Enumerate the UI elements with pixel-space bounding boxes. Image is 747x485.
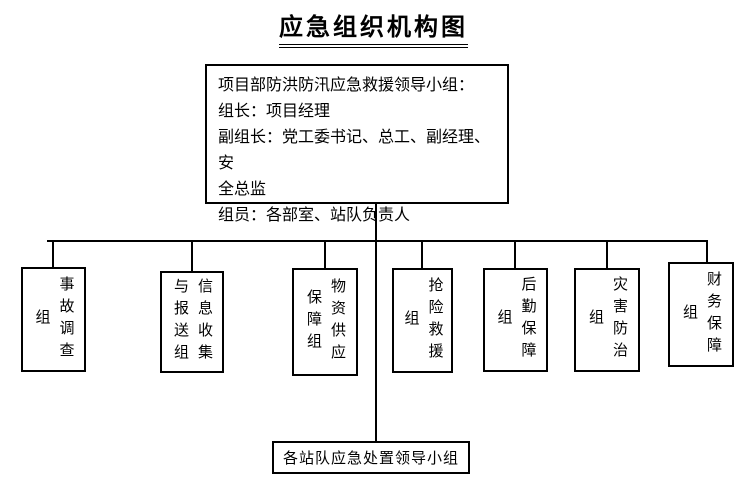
page-title-text: 应急组织机构图 xyxy=(279,7,468,48)
group-box-material-supply-support: 物资供应 保障组 xyxy=(292,268,358,376)
group-label-disaster-prevention: 灾害防治组 xyxy=(587,276,628,364)
connector-stub-finance-support xyxy=(706,240,708,262)
connector-trunk-vertical-line xyxy=(375,204,377,441)
group-label-material-supply-support: 物资供应 保障组 xyxy=(305,278,346,366)
connector-stub-accident-investigation xyxy=(52,240,54,268)
group-box-finance-support: 财务保障组 xyxy=(668,262,734,367)
group-label-information-collection-reporting: 信息收集 与报送组 xyxy=(172,278,213,366)
connector-stub-material-supply xyxy=(324,240,326,268)
group-label-emergency-rescue: 抢险救援组 xyxy=(402,276,444,365)
leadership-group-box: 项目部防洪防汛应急救援领导小组： 组长：项目经理 副组长：党工委书记、总工、副经… xyxy=(205,64,509,224)
connector-stub-logistics-support xyxy=(514,240,516,268)
group-label-accident-investigation: 事故调查组 xyxy=(33,275,75,364)
group-label-logistics-support: 后勤保障组 xyxy=(495,276,537,364)
connector-stub-emergency-rescue xyxy=(421,240,423,268)
leadership-group-text: 项目部防洪防汛应急救援领导小组： 组长：项目经理 副组长：党工委书记、总工、副经… xyxy=(218,77,491,224)
connector-horizontal-bus-line xyxy=(47,240,708,242)
station-team-response-group-box: 各站队应急处置领导小组 xyxy=(272,441,470,474)
group-box-emergency-rescue: 抢险救援组 xyxy=(392,268,453,373)
group-box-information-collection-reporting: 信息收集 与报送组 xyxy=(160,271,224,373)
group-box-accident-investigation: 事故调查组 xyxy=(21,267,86,372)
station-team-response-group-label: 各站队应急处置领导小组 xyxy=(282,450,459,467)
connector-stub-disaster-prevention xyxy=(606,240,608,268)
group-box-disaster-prevention: 灾害防治组 xyxy=(574,268,640,372)
group-label-finance-support: 财务保障组 xyxy=(681,270,722,359)
connector-stub-information-reporting xyxy=(191,240,193,271)
group-box-logistics-support: 后勤保障组 xyxy=(483,268,548,372)
page-title: 应急组织机构图 xyxy=(0,7,747,48)
